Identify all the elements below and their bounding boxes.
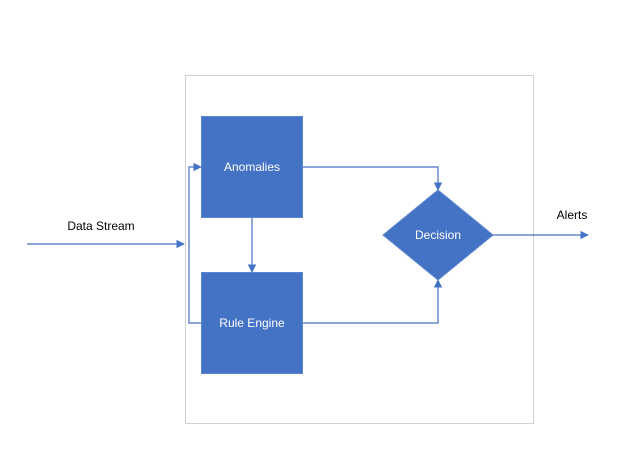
arrow-rule-engine-to-decision bbox=[302, 279, 443, 324]
rule-engine-label: Rule Engine bbox=[219, 316, 285, 330]
anomalies-label: Anomalies bbox=[224, 160, 280, 174]
decision-node bbox=[382, 189, 494, 281]
arrow-split-to-anomalies bbox=[188, 162, 202, 244]
arrow-anomalies-to-decision bbox=[302, 166, 443, 191]
line-split-to-rule-engine bbox=[188, 244, 202, 324]
data-stream-label: Data Stream bbox=[67, 219, 134, 233]
rule-engine-node bbox=[201, 272, 303, 374]
anomalies-node bbox=[201, 116, 303, 218]
alerts-label: Alerts bbox=[557, 208, 588, 222]
decision-label: Decision bbox=[415, 228, 461, 242]
